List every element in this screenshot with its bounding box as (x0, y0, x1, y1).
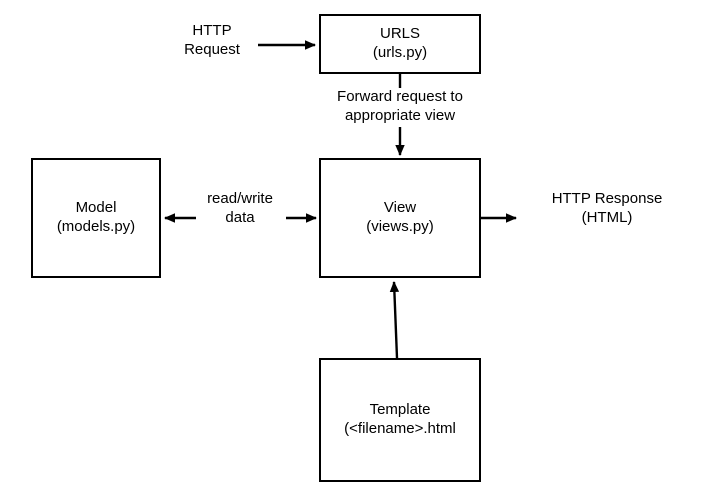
http-request-label-line2: Request (184, 40, 240, 58)
http-request-label: HTTP Request (172, 22, 252, 60)
urls-box-title: URLS (379, 25, 420, 43)
urls-box-filename: (urls.py) (372, 44, 428, 61)
arrow-template-to-view (389, 281, 400, 359)
forward-request-label-line1: Forward request to (337, 88, 463, 105)
template-box-title: Template (369, 401, 431, 419)
view-box-title: View (383, 199, 417, 217)
forward-request-label-line2: appropriate view (344, 106, 456, 124)
read-write-data-label: read/write data (196, 190, 284, 228)
template-box[interactable]: Template (<filename>.html (319, 358, 481, 482)
read-write-data-label-line2: data (225, 208, 255, 226)
model-box-filename: (models.py) (56, 218, 136, 235)
read-write-data-label-line1: read/write (207, 190, 273, 207)
template-box-filename: (<filename>.html (344, 420, 456, 437)
http-request-label-line1: HTTP (192, 22, 232, 39)
model-box-title: Model (75, 199, 117, 217)
http-response-label: HTTP Response (HTML) (532, 190, 682, 228)
model-box[interactable]: Model (models.py) (31, 158, 161, 278)
forward-request-label: Forward request to appropriate view (320, 88, 480, 126)
urls-box[interactable]: URLS (urls.py) (319, 14, 481, 74)
view-box-filename: (views.py) (366, 218, 434, 235)
http-response-label-line2: (HTML) (581, 208, 633, 226)
view-box[interactable]: View (views.py) (319, 158, 481, 278)
http-response-label-line1: HTTP Response (551, 190, 663, 207)
